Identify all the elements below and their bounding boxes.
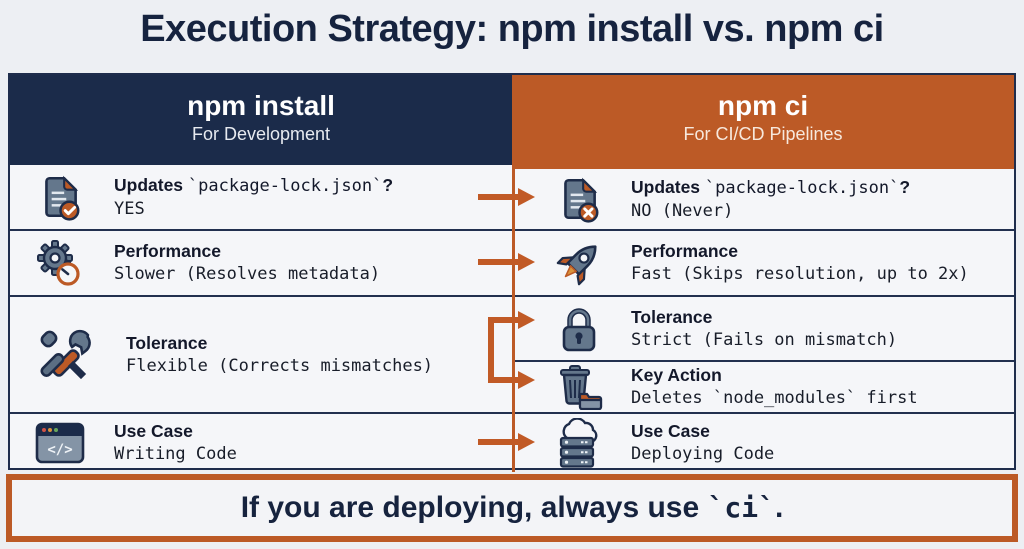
cell-text: Tolerance Flexible (Corrects mismatches)	[126, 332, 433, 378]
document-check-icon	[32, 172, 88, 222]
cell-label: Updates `package-lock.json`?	[114, 175, 394, 197]
arrow-right-icon	[478, 432, 535, 451]
arrow-right-icon	[488, 310, 535, 329]
cell-text: Updates `package-lock.json`? NO (Never)	[631, 176, 910, 222]
table-row: Tolerance Strict (Fails on mismatch)	[515, 295, 1014, 360]
cell-value: Deploying Code	[631, 444, 775, 465]
bottom-banner: If you are deploying, always use `ci`.	[6, 474, 1018, 542]
cell-text: Use Case Deploying Code	[631, 420, 774, 466]
table-row: Use Case Deploying Code	[515, 412, 1014, 472]
header-title: npm ci	[717, 90, 809, 121]
cell-text: Performance Slower (Resolves metadata)	[114, 240, 380, 286]
page-title: Execution Strategy: npm install vs. npm …	[140, 8, 884, 50]
code-window-icon: </>	[32, 419, 88, 467]
header-npm-ci: npm ci For CI/CD Pipelines	[512, 75, 1014, 165]
branch-connector	[488, 317, 494, 383]
header-subtitle: For CI/CD Pipelines	[683, 124, 843, 144]
cell-text: Use Case Writing Code	[114, 420, 237, 466]
cell-text: Performance Fast (Skips resolution, up t…	[631, 240, 969, 286]
cell-label: Key Action	[631, 365, 722, 386]
cell-value: Fast (Skips resolution, up to 2x)	[631, 264, 969, 285]
table-body: Updates `package-lock.json`? YES	[10, 165, 1014, 472]
arrow-right-icon	[478, 187, 535, 206]
cell-value: Strict (Fails on mismatch)	[631, 329, 898, 350]
cell-value: YES	[114, 198, 145, 219]
arrow-right-icon	[478, 252, 535, 271]
cell-value: Slower (Resolves metadata)	[114, 264, 381, 285]
cell-label: Use Case	[631, 421, 710, 442]
tools-icon	[32, 324, 100, 386]
table-row: </> Use Case Writing Code	[10, 412, 512, 472]
cell-label: Performance	[631, 241, 738, 262]
header-title: npm install	[187, 90, 335, 121]
cell-label: Use Case	[114, 421, 193, 442]
cell-value: Flexible (Corrects mismatches)	[126, 355, 434, 376]
arrow-right-icon	[488, 370, 535, 389]
table-row: Updates `package-lock.json`? NO (Never)	[515, 165, 1014, 229]
cell-text: Updates `package-lock.json`? YES	[114, 174, 393, 220]
cell-value: Deletes `node_modules` first	[631, 388, 918, 409]
cell-label: Tolerance	[631, 306, 713, 327]
lock-icon	[551, 304, 607, 354]
header-npm-install: npm install For Development	[10, 75, 512, 165]
table-row: Performance Fast (Skips resolution, up t…	[515, 229, 1014, 295]
cell-label: Tolerance	[126, 332, 208, 353]
banner-text: If you are deploying, always use `ci`.	[240, 491, 784, 524]
cell-label: Updates `package-lock.json`?	[631, 177, 911, 199]
table-header-row: npm install For Development npm ci For C…	[10, 75, 1014, 165]
cell-value: Writing Code	[114, 444, 237, 465]
column-npm-install: Updates `package-lock.json`? YES	[10, 165, 512, 472]
svg-text:</>: </>	[47, 442, 72, 458]
cell-text: Tolerance Strict (Fails on mismatch)	[631, 306, 897, 352]
table-row: Key Action Deletes `node_modules` first	[515, 360, 1014, 412]
table-row: Updates `package-lock.json`? YES	[10, 165, 512, 229]
gear-stopwatch-icon	[32, 237, 88, 289]
cell-label: Performance	[114, 241, 221, 262]
header-subtitle: For Development	[191, 124, 331, 144]
document-x-icon	[551, 174, 607, 224]
cell-value: NO (Never)	[631, 200, 734, 221]
comparison-table: npm install For Development npm ci For C…	[8, 73, 1016, 472]
table-row: Tolerance Flexible (Corrects mismatches)	[10, 295, 512, 412]
table-row: Performance Slower (Resolves metadata)	[10, 229, 512, 295]
column-npm-ci: Updates `package-lock.json`? NO (Never)	[512, 165, 1014, 472]
trash-folder-icon	[551, 364, 607, 410]
rocket-icon	[551, 236, 607, 290]
cloud-server-icon	[551, 418, 607, 468]
cell-text: Key Action Deletes `node_modules` first	[631, 364, 918, 410]
